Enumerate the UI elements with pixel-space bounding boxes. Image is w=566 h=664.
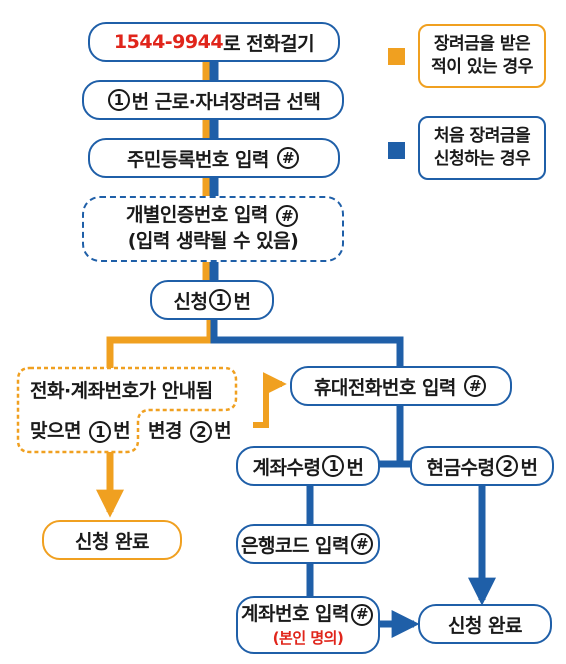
step-mobile: 휴대전화번호 입력 #	[290, 366, 512, 406]
legend-first-line2: 신청하는 경우	[433, 149, 531, 169]
phone-number: 1544-9944	[113, 31, 224, 53]
step-acctnum-text: 계좌번호 입력	[241, 603, 350, 626]
legend-existing: 장려금을 받은 적이 있는 경우	[418, 24, 546, 88]
guide-change-suffix: 번	[214, 420, 232, 442]
step-call: 1544-9944 로 전화걸기	[88, 22, 340, 62]
step-bank: 은행코드 입력 #	[236, 524, 380, 564]
num-circle: 1	[107, 89, 130, 111]
legend-existing-line1: 장려금을 받은	[433, 34, 531, 55]
orange-arrow-mobile	[253, 372, 287, 428]
step-bank-text: 은행코드 입력	[241, 534, 350, 557]
step-account-text: 계좌수령	[252, 456, 321, 479]
blue-branch-line	[210, 318, 404, 370]
orange-branch-line	[106, 318, 214, 370]
step-account-suffix: 번	[346, 456, 364, 479]
step-mobile-text: 휴대전화번호 입력	[313, 376, 456, 399]
legend-orange-swatch	[388, 48, 405, 65]
step-apply-text: 신청	[173, 290, 208, 313]
num-circle: 1	[89, 420, 112, 443]
step-auth-text: 개별인증번호 입력	[125, 204, 268, 227]
hash-key-icon: #	[276, 204, 299, 227]
hash-key-icon: #	[351, 603, 373, 626]
step-acctnum: 계좌번호 입력# (본인 명의)	[236, 596, 380, 654]
guide-correct-text: 맞으면	[30, 420, 81, 442]
step-cash: 현금수령 2 번	[410, 446, 554, 486]
legend-existing-line2: 적이 있는 경우	[431, 57, 533, 77]
step-apply-suffix: 번	[233, 290, 251, 313]
step-done-right: 신청 완료	[418, 604, 552, 644]
step-resident: 주민등록번호 입력 #	[88, 138, 340, 178]
num-circle: 2	[496, 455, 519, 477]
step-resident-text: 주민등록번호 입력	[126, 148, 269, 171]
legend-blue-swatch	[388, 142, 405, 159]
step-call-text: 로 전화걸기	[223, 32, 315, 55]
hash-key-icon: #	[464, 375, 487, 397]
step-select-text: 번 근로·자녀장려금 선택	[131, 90, 321, 113]
legend-first-line1: 처음 장려금을	[433, 126, 531, 147]
step-done-left: 신청 완료	[42, 520, 182, 560]
legend-first: 처음 장려금을 신청하는 경우	[418, 116, 546, 180]
step-auth-note: (입력 생략될 수 있음)	[127, 230, 299, 252]
guide-line1: 전화·계좌번호가 안내됨	[30, 380, 213, 402]
hash-key-icon: #	[351, 533, 373, 555]
step-done-left-text: 신청 완료	[74, 530, 150, 553]
step-acctnum-note: (본인 명의)	[272, 628, 344, 647]
step-cash-suffix: 번	[520, 456, 538, 479]
num-circle: 1	[209, 289, 232, 311]
hash-key-icon: #	[277, 147, 300, 169]
guide-change-text: 변경	[148, 420, 182, 442]
step-account: 계좌수령 1 번	[236, 446, 380, 486]
step-select: 1 번 근로·자녀장려금 선택	[82, 80, 344, 120]
num-circle: 1	[322, 455, 345, 477]
step-auth: 개별인증번호 입력 # (입력 생략될 수 있음)	[82, 196, 344, 262]
guide-correct-suffix: 번	[113, 420, 131, 442]
step-apply: 신청 1 번	[150, 280, 274, 320]
step-done-right-text: 신청 완료	[447, 614, 523, 637]
step-cash-text: 현금수령	[426, 456, 495, 479]
num-circle: 2	[190, 420, 213, 443]
